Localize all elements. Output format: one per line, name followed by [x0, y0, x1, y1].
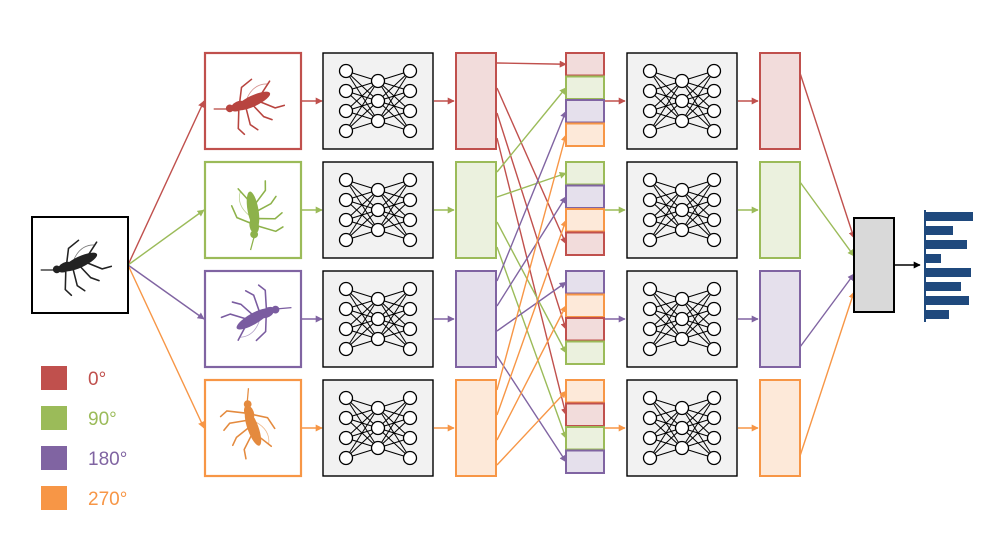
fusion-network-3 — [626, 379, 738, 477]
mixed-feature-1-0 — [565, 161, 605, 186]
aggregator-box — [853, 217, 895, 313]
arrow-output-to-aggregator-3 — [799, 291, 856, 457]
output-vector-1 — [759, 161, 801, 259]
rotated-insect-silhouette-3 — [219, 388, 276, 460]
legend-swatch-1 — [41, 406, 67, 430]
legend-label-3: 270° — [88, 489, 127, 510]
mixed-feature-1-1 — [565, 184, 605, 209]
rotated-insect-silhouette-2 — [220, 284, 292, 342]
histogram-bar-0 — [925, 212, 973, 221]
mixed-feature-2-2 — [565, 317, 605, 342]
histogram-bar-3 — [925, 254, 941, 263]
arrow-cross-1-to-3 — [496, 246, 568, 439]
legend-label-2: 180° — [88, 449, 127, 470]
feature-vector-2 — [455, 270, 497, 368]
mixed-feature-0-2 — [565, 99, 605, 124]
legend: 0° 90° 180° 270° — [41, 366, 127, 510]
feature-network-0 — [322, 52, 434, 150]
arrow-cross-3-to-0 — [496, 134, 568, 391]
legend-swatch-2 — [41, 446, 67, 470]
mixed-feature-3-0 — [565, 379, 605, 404]
arrow-input-to-rotated-2 — [127, 264, 205, 320]
arrow-cross-2-to-2 — [496, 281, 567, 332]
mixed-feature-1-3 — [565, 231, 605, 256]
arrow-cross-2-to-0 — [496, 110, 567, 282]
arrow-input-to-rotated-1 — [127, 209, 205, 266]
histogram-bar-6 — [925, 296, 969, 305]
legend-label-0: 0° — [88, 369, 106, 390]
arrow-cross-3-to-3 — [496, 390, 567, 466]
arrow-output-to-aggregator-0 — [799, 72, 856, 239]
histogram-bar-4 — [925, 268, 971, 277]
arrow-cross-2-to-3 — [496, 355, 567, 463]
fusion-network-2 — [626, 270, 738, 368]
mixed-feature-2-3 — [565, 340, 605, 365]
arrow-cross-0-to-0 — [496, 60, 567, 68]
feature-network-2 — [322, 270, 434, 368]
fusion-network-1 — [626, 161, 738, 259]
feature-vector-1 — [455, 161, 497, 259]
mixed-feature-3-2 — [565, 426, 605, 451]
arrow-cross-3-to-2 — [496, 305, 567, 441]
mixed-feature-3-1 — [565, 402, 605, 427]
histogram-bar-7 — [925, 310, 949, 319]
connector-arrows — [127, 60, 921, 466]
arrow-cross-0-to-2 — [496, 112, 568, 330]
output-vector-0 — [759, 52, 801, 150]
mixed-feature-0-3 — [565, 122, 605, 147]
legend-swatch-0 — [41, 366, 67, 390]
fusion-network-0 — [626, 52, 738, 150]
arrow-cross-0-to-3 — [496, 137, 568, 416]
input-insect-silhouette — [40, 239, 113, 297]
mixed-feature-3-3 — [565, 449, 605, 474]
legend-swatch-3 — [41, 486, 67, 510]
mixed-feature-0-1 — [565, 75, 605, 100]
mixed-feature-2-1 — [565, 293, 605, 318]
arrow-input-to-rotated-0 — [127, 100, 205, 266]
mixed-feature-2-0 — [565, 270, 605, 295]
mixed-feature-1-2 — [565, 208, 605, 233]
output-vector-2 — [759, 270, 801, 368]
arrow-output-to-aggregator-1 — [799, 181, 855, 257]
rotated-insect-silhouette-1 — [230, 180, 284, 251]
mixed-feature-0-0 — [565, 52, 605, 77]
arrow-cross-2-to-1 — [496, 196, 567, 307]
histogram-bar-5 — [925, 282, 961, 291]
output-vector-3 — [759, 379, 801, 477]
feature-vector-0 — [455, 52, 497, 150]
histogram-bar-2 — [925, 240, 967, 249]
feature-network-3 — [322, 379, 434, 477]
arrow-cross-1-to-0 — [496, 87, 567, 173]
arrow-cross-3-to-1 — [496, 219, 568, 416]
arrow-output-to-aggregator-2 — [799, 273, 855, 348]
input-image — [31, 216, 129, 314]
arrow-input-to-rotated-3 — [127, 264, 205, 429]
arrow-cross-1-to-2 — [496, 221, 567, 354]
rotated-insect-silhouette-0 — [213, 78, 286, 136]
diagram-nodes — [31, 51, 973, 478]
arrow-cross-0-to-1 — [496, 87, 567, 245]
feature-vector-3 — [455, 379, 497, 477]
legend-label-1: 90° — [88, 409, 117, 430]
histogram-bar-1 — [925, 226, 953, 235]
feature-network-1 — [322, 161, 434, 259]
